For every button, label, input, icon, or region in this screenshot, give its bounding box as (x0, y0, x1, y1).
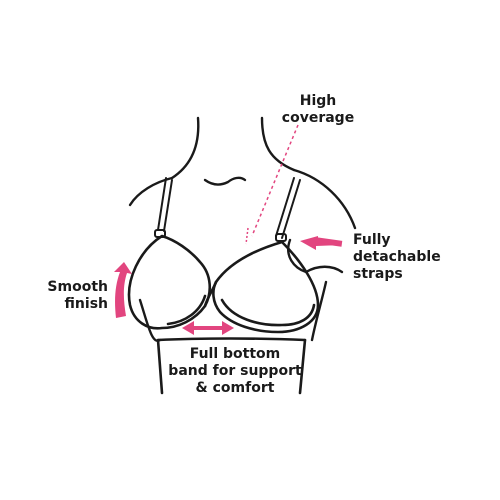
band-right (298, 338, 307, 395)
high-coverage-pointer (251, 124, 299, 237)
neck-right-line (260, 116, 296, 172)
right-cup (212, 240, 320, 334)
collarbone-notch (203, 176, 247, 186)
smooth-finish-arrow (114, 262, 132, 318)
left-cup (127, 234, 211, 330)
right-torso-line (310, 280, 328, 342)
left-shoulder-line (128, 176, 174, 207)
detachable-straps-label: Fully detachable straps (353, 232, 441, 282)
bottom-band-label: Full bottom band for support & comfort (168, 346, 302, 396)
right-strap-ring (275, 233, 287, 242)
strap-arrow (300, 236, 343, 250)
right-cup-trim (220, 298, 316, 327)
right-arm-lower (304, 265, 344, 274)
left-cup-trim (166, 294, 207, 326)
left-strap-outer (157, 177, 167, 231)
band-double-arrow (182, 321, 234, 335)
right-arm-line (287, 238, 308, 274)
band-top (156, 337, 307, 342)
right-shoulder-line (292, 168, 357, 230)
smooth-finish-label: Smooth finish (47, 279, 108, 312)
high-coverage-label: High coverage (281, 93, 355, 126)
left-torso-line (138, 298, 162, 342)
band-left (156, 338, 164, 395)
left-strap-inner (163, 179, 173, 232)
neck-left-line (170, 116, 200, 180)
right-strap-inner (281, 179, 301, 239)
high-coverage-marker (245, 227, 249, 245)
center-gore (203, 280, 218, 308)
right-strap-outer (275, 177, 295, 237)
